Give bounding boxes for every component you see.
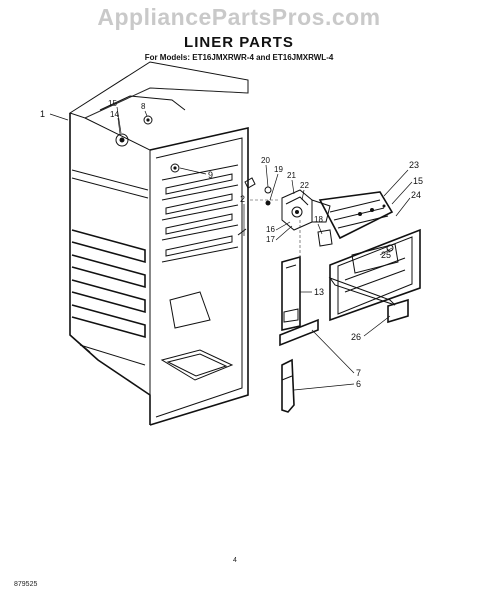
footer-code: 879525: [14, 581, 38, 588]
callout-24: 24: [411, 190, 421, 200]
insulation-piece: [281, 358, 295, 413]
callout-13: 13: [314, 287, 324, 297]
callout-15-right: 15: [413, 176, 423, 186]
air-duct: [281, 255, 301, 331]
control-housing: [318, 191, 394, 240]
callout-22: 22: [300, 181, 309, 190]
callout-23: 23: [409, 160, 419, 170]
diagram-title: LINER PARTS: [184, 34, 294, 51]
callout-17: 17: [266, 235, 275, 244]
callout-25: 25: [381, 250, 391, 260]
callout-2: 2: [240, 194, 245, 204]
callout-9: 9: [208, 170, 213, 180]
callout-1: 1: [40, 109, 45, 119]
watermark: AppliancePartsPros.com: [97, 4, 381, 30]
callout-19: 19: [274, 165, 283, 174]
damper-assembly: [264, 186, 333, 247]
callout-8: 8: [141, 102, 146, 111]
callout-7: 7: [356, 368, 361, 378]
callout-labels: 1 15 14 8 9 2 20 19 21 22 18 16 17 23 15…: [40, 99, 423, 391]
callout-26: 26: [351, 332, 361, 342]
callout-16: 16: [266, 225, 275, 234]
callout-14: 14: [110, 110, 119, 119]
callout-20: 20: [261, 156, 270, 165]
page-number: 4: [233, 557, 237, 564]
callout-6: 6: [356, 379, 361, 389]
liner-cabinet: [68, 61, 256, 426]
callout-21: 21: [287, 171, 296, 180]
model-subtitle: For Models: ET16JMXRWR-4 and ET16JMXRWL-…: [144, 53, 334, 62]
seal-strip: [279, 318, 319, 347]
callout-18: 18: [314, 215, 323, 224]
vent-cover-panel: [328, 228, 421, 324]
callout-15-left: 15: [108, 99, 117, 108]
